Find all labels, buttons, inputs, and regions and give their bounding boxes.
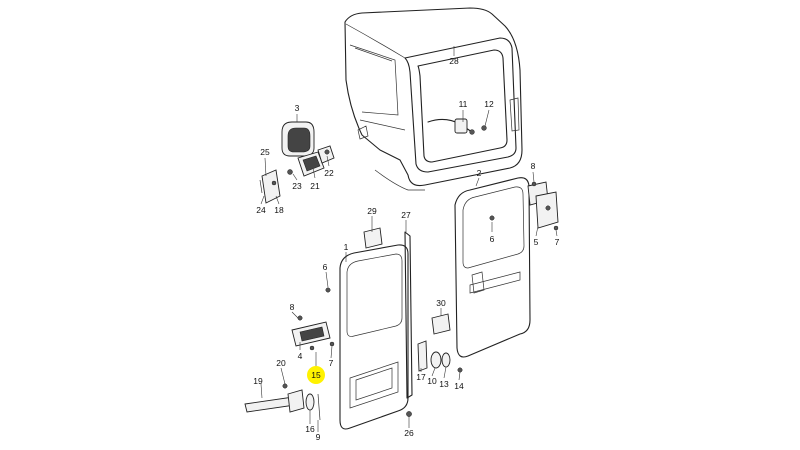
callout-9[interactable]: 9 [316,432,321,442]
part-21-housing [287,145,335,177]
callout-24[interactable]: 24 [256,205,266,215]
callout-4[interactable]: 4 [298,351,303,361]
latch-parts [417,313,463,373]
vehicle-body [344,7,523,191]
callout-28[interactable]: 28 [449,56,459,66]
callout-16[interactable]: 16 [305,424,315,434]
bolt-6-left [325,287,331,293]
callout-3[interactable]: 3 [295,103,300,113]
leader-lines [260,46,558,432]
callout-30[interactable]: 30 [436,298,446,308]
callout-19[interactable]: 19 [253,376,263,386]
callout-22[interactable]: 22 [324,168,334,178]
callout-17[interactable]: 17 [416,372,426,382]
part-19-check-strap [244,383,321,421]
part-27-seal-strip [404,231,413,399]
callout-18[interactable]: 18 [274,205,284,215]
callout-10[interactable]: 10 [427,376,437,386]
highlight-marker [307,366,325,384]
callout-14[interactable]: 14 [454,381,464,391]
callout-26[interactable]: 26 [404,428,414,438]
callout-13[interactable]: 13 [439,379,449,389]
callout-27[interactable]: 27 [401,210,411,220]
callout-21[interactable]: 21 [310,181,320,191]
callout-15[interactable]: 15 [311,370,321,380]
callout-23[interactable]: 23 [292,181,302,191]
callout-12[interactable]: 12 [484,99,494,109]
part-2-right-door [454,177,559,358]
bolt-26 [406,411,412,417]
part-1-left-door [339,227,409,430]
callout-2[interactable]: 2 [477,168,482,178]
callout-8-lower[interactable]: 8 [290,302,295,312]
callout-1[interactable]: 1 [344,242,349,252]
callout-11[interactable]: 11 [459,99,468,109]
callout-25[interactable]: 25 [260,147,270,157]
callout-7-left[interactable]: 7 [329,358,334,368]
callout-6-left[interactable]: 6 [323,262,328,272]
callout-20[interactable]: 20 [276,358,286,368]
part-18-plate [259,169,281,204]
part-4-hinge [291,315,335,351]
part-3-cap [281,121,315,157]
callout-8-upper[interactable]: 8 [531,161,536,171]
callout-7-right[interactable]: 7 [555,237,560,247]
callout-labels: 28 11 12 3 25 23 21 22 24 18 2 8 6 5 7 2… [253,56,559,442]
callout-29[interactable]: 29 [367,206,377,216]
callout-5[interactable]: 5 [534,237,539,247]
callout-6-right[interactable]: 6 [490,234,495,244]
